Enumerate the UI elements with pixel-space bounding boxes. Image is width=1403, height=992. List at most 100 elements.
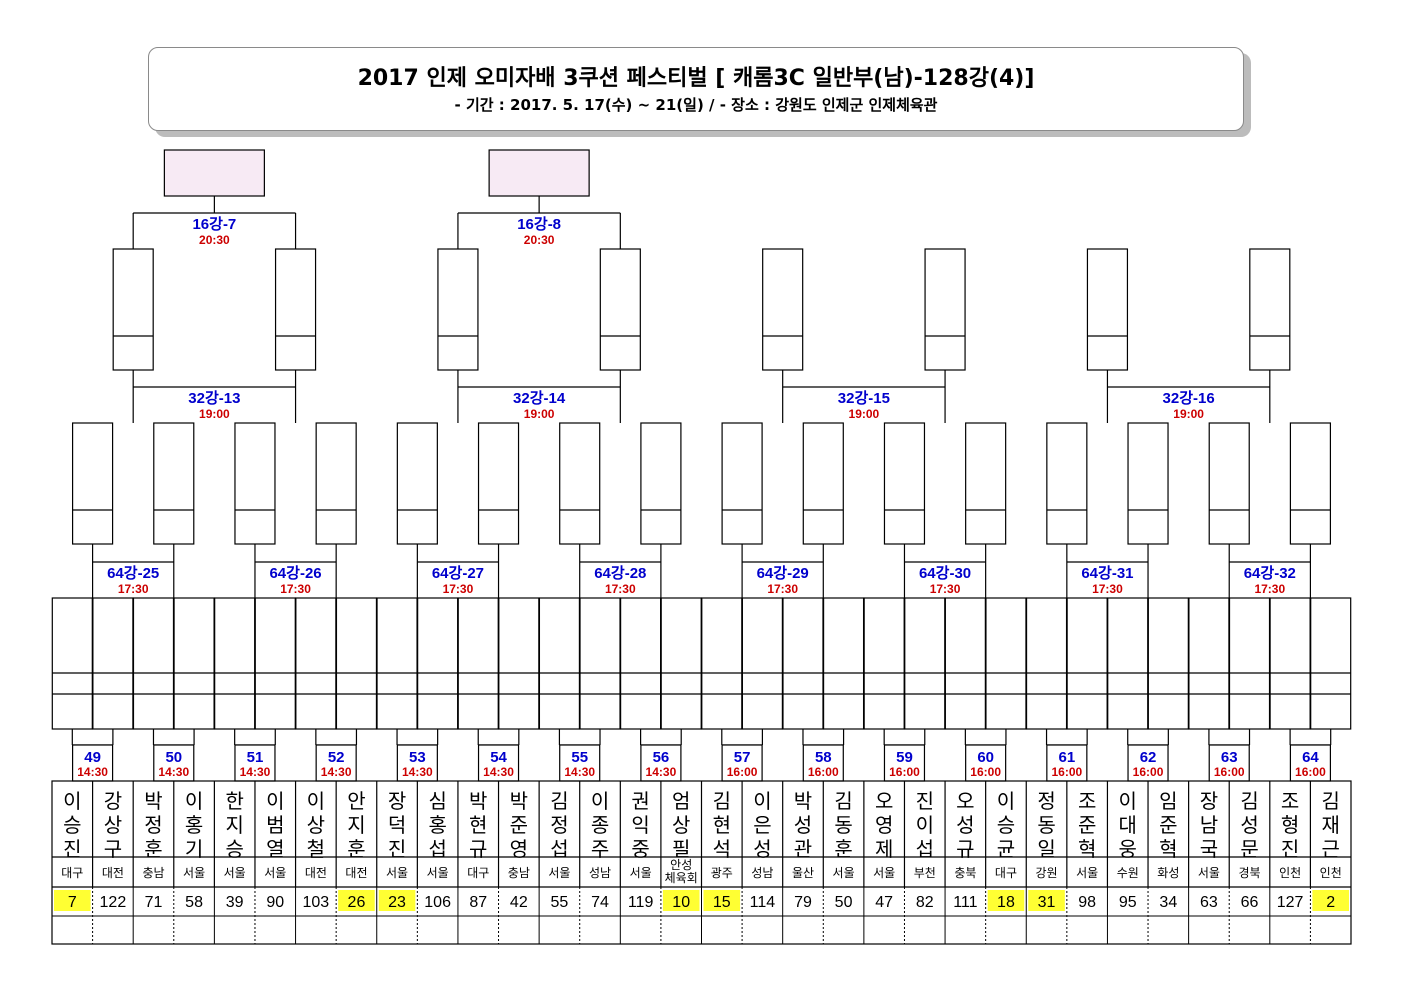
player-region: 서울 bbox=[183, 866, 205, 880]
player-name-char: 지 bbox=[225, 813, 243, 837]
player-region: 대구 bbox=[467, 866, 489, 880]
player-name-char: 오 bbox=[875, 789, 893, 813]
page-title: 2017 인제 오미자배 3쿠션 페스티벌 [ 캐롬3C 일반부(남)-128강… bbox=[357, 66, 1035, 91]
player-name-char: 이 bbox=[1119, 789, 1137, 813]
match-time: 20:30 bbox=[199, 233, 230, 247]
player-name-char: 엄 bbox=[672, 789, 690, 813]
player-name-char: 혁 bbox=[1078, 837, 1096, 861]
player-name-char: 조 bbox=[1078, 789, 1096, 813]
match-label: 16강-7 bbox=[192, 215, 236, 233]
seed-highlight bbox=[1312, 890, 1349, 911]
player-name-char: 김 bbox=[713, 789, 731, 813]
player-seed: 31 bbox=[1038, 894, 1056, 911]
player-name-char: 대 bbox=[1119, 813, 1137, 837]
player-name-char: 상 bbox=[104, 813, 122, 837]
match-label: 64강-25 bbox=[107, 564, 159, 582]
match-number: 55 bbox=[571, 749, 588, 766]
match-result-box bbox=[883, 422, 926, 545]
seed-highlight bbox=[662, 890, 700, 911]
player-region: 대전 bbox=[102, 866, 124, 880]
player-region: 서울 bbox=[386, 866, 408, 880]
player-name-char: 김 bbox=[550, 789, 568, 813]
player-name-char: 정 bbox=[550, 813, 568, 837]
player-name-char: 이 bbox=[185, 789, 203, 813]
player-seed: 98 bbox=[1078, 894, 1096, 911]
match-time: 17:30 bbox=[930, 582, 961, 596]
match-result-box bbox=[274, 248, 317, 371]
player-name-char: 규 bbox=[956, 837, 974, 861]
player-name-char: 장 bbox=[1200, 789, 1218, 813]
player-name-char: 구 bbox=[104, 837, 122, 861]
player-score-box bbox=[51, 597, 93, 730]
match-number-box bbox=[1289, 744, 1332, 782]
player-region: 서울 bbox=[264, 866, 286, 880]
player-name-char: 석 bbox=[713, 837, 731, 861]
match-number: 49 bbox=[84, 749, 101, 766]
player-region: 울산 bbox=[792, 866, 814, 880]
player-score-box bbox=[701, 597, 743, 730]
player-name-char: 진 bbox=[63, 837, 81, 861]
player-score-box bbox=[579, 597, 621, 730]
player-name-char: 심 bbox=[428, 789, 446, 813]
player-seed: 71 bbox=[145, 894, 163, 911]
player-name-char: 열 bbox=[266, 837, 284, 861]
match-label: 32강-14 bbox=[513, 389, 566, 407]
match-result-box bbox=[599, 248, 641, 371]
player-score-box bbox=[1066, 597, 1108, 730]
player-name-char: 진 bbox=[916, 789, 934, 813]
match-label: 64강-30 bbox=[919, 564, 971, 582]
player-name-char: 남 bbox=[1200, 813, 1218, 837]
player-name-char: 오 bbox=[956, 789, 974, 813]
seed-highlight bbox=[338, 890, 375, 911]
player-name-char: 필 bbox=[672, 837, 690, 861]
player-region: 서울 bbox=[833, 866, 855, 880]
player-score-box bbox=[295, 597, 337, 730]
match-label: 64강-27 bbox=[432, 564, 484, 582]
match-label: 16강-8 bbox=[517, 215, 561, 233]
match-result-box bbox=[112, 248, 154, 371]
player-name-char: 권 bbox=[631, 789, 649, 813]
player-seed: 26 bbox=[348, 894, 366, 911]
match-label: 64강-28 bbox=[594, 564, 646, 582]
player-seed: 10 bbox=[672, 894, 690, 911]
player-region: 서울 bbox=[548, 866, 570, 880]
player-seed: 58 bbox=[185, 894, 203, 911]
player-region: 성남 bbox=[751, 866, 773, 880]
player-score-box bbox=[254, 597, 296, 730]
player-name-char: 승 bbox=[225, 837, 243, 861]
match-time: 19:00 bbox=[849, 407, 880, 421]
player-region: 대전 bbox=[305, 866, 327, 880]
match-time: 14:30 bbox=[321, 765, 352, 779]
player-score-box bbox=[335, 597, 378, 730]
match-number-box bbox=[559, 744, 601, 782]
player-name-char: 강 bbox=[104, 789, 122, 813]
player-name-char: 영 bbox=[510, 837, 528, 861]
seed-highlight bbox=[54, 890, 91, 911]
match-result-box bbox=[1249, 248, 1291, 371]
player-name-char: 이 bbox=[753, 789, 771, 813]
player-score-box bbox=[660, 597, 702, 730]
player-seed: 34 bbox=[1159, 894, 1177, 911]
player-name-char: 박 bbox=[794, 789, 812, 813]
title-banner: 2017 인제 오미자배 3쿠션 페스티벌 [ 캐롬3C 일반부(남)-128강… bbox=[148, 47, 1244, 131]
player-name-char: 관 bbox=[794, 837, 812, 861]
match-result-box bbox=[1086, 248, 1129, 371]
match-number: 50 bbox=[165, 749, 182, 766]
player-name-char: 승 bbox=[63, 813, 81, 837]
match-time: 16:00 bbox=[808, 765, 839, 779]
seed-highlight bbox=[987, 890, 1025, 911]
player-seed: 90 bbox=[266, 894, 284, 911]
player-name-char: 동 bbox=[834, 813, 852, 837]
match-time: 17:30 bbox=[767, 582, 798, 596]
player-name-char: 성 bbox=[956, 813, 974, 837]
match-number: 60 bbox=[977, 749, 994, 766]
match-label: 64강-29 bbox=[757, 564, 809, 582]
player-name-char: 범 bbox=[266, 813, 284, 837]
player-seed: 114 bbox=[750, 894, 776, 911]
match-result-box bbox=[762, 248, 804, 371]
player-region: 충남 bbox=[508, 866, 530, 880]
player-name-char: 김 bbox=[834, 789, 852, 813]
player-score-box bbox=[822, 597, 865, 730]
match-time: 17:30 bbox=[443, 582, 474, 596]
player-region: 서울 bbox=[224, 866, 246, 880]
